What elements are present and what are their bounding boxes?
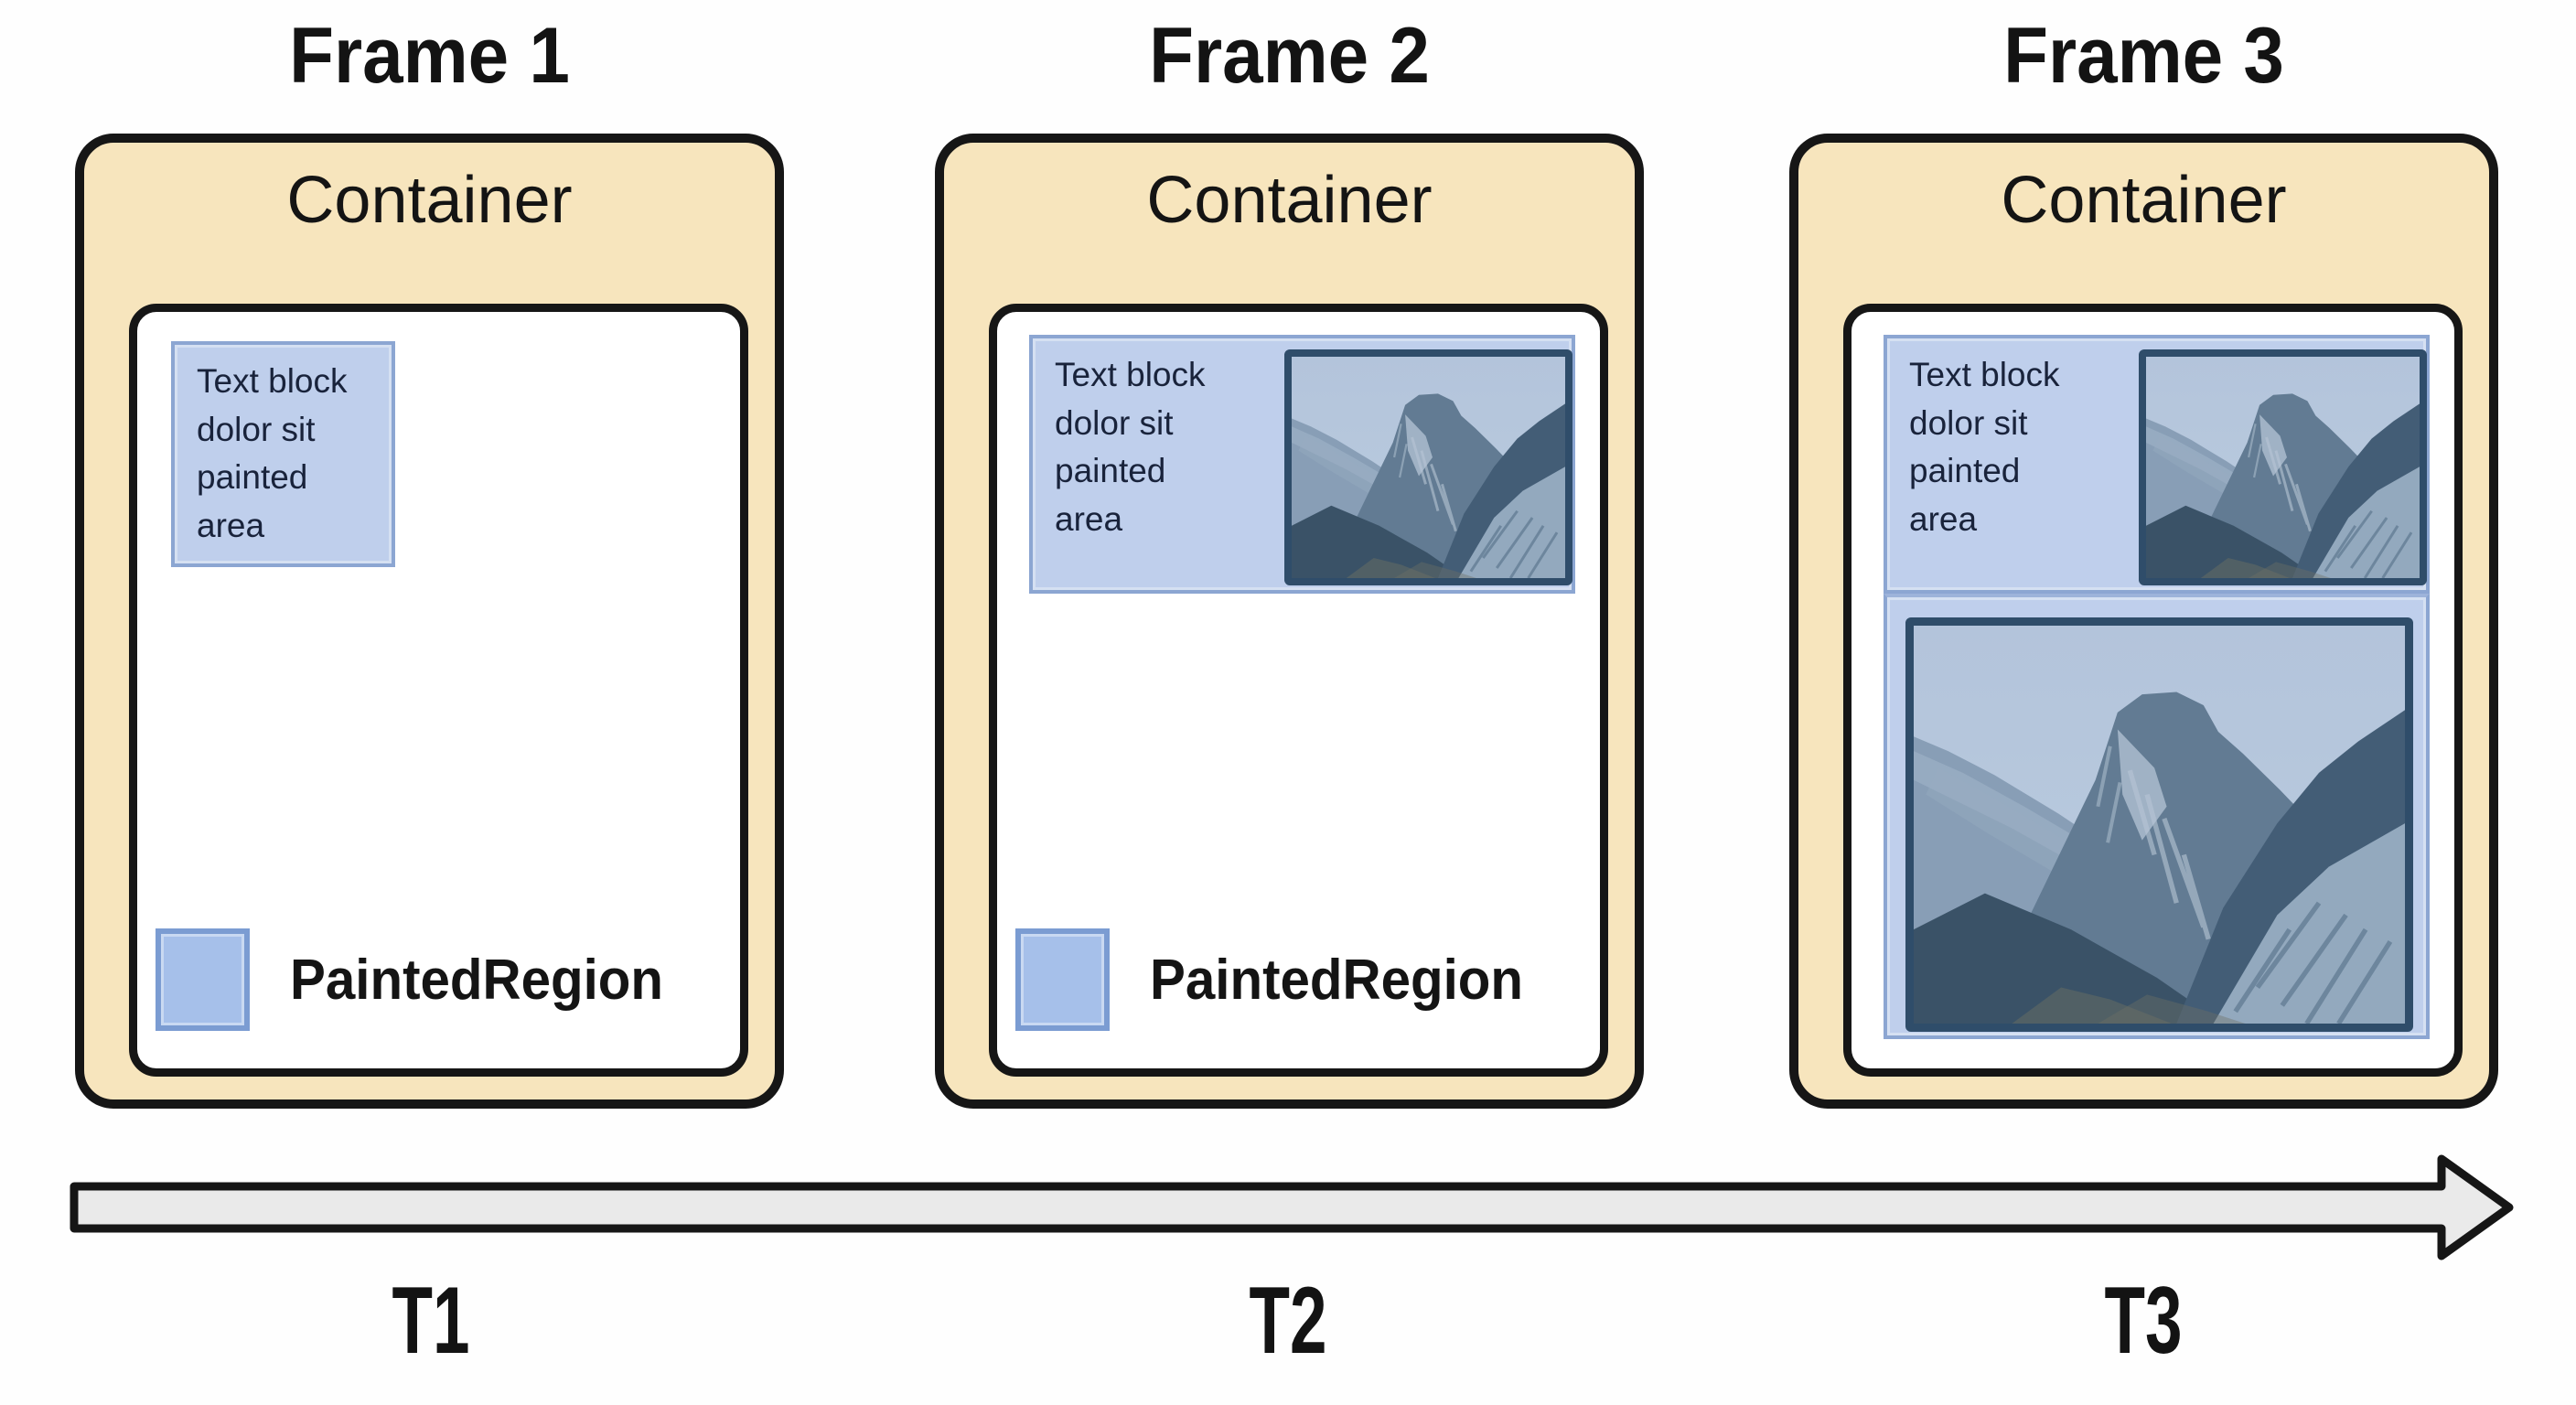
text-line: dolor sit	[1055, 403, 1174, 442]
painted-region-with-image: Text block dolor sit painted area	[1884, 335, 2430, 594]
text-line: Text block	[197, 362, 348, 400]
text-line: painted	[197, 458, 308, 497]
mountain-image-large	[1905, 617, 2413, 1032]
text-block-text: Text block dolor sit painted area	[1909, 351, 2120, 543]
mountain-image	[2139, 349, 2427, 585]
legend-swatch	[156, 928, 250, 1031]
timeline-label-t2: T2	[1249, 1268, 1327, 1374]
frame-2-content-area: Text block dolor sit painted area Painte…	[989, 304, 1608, 1077]
container-label: Container	[2001, 164, 2287, 237]
text-line: painted	[1909, 452, 2021, 490]
text-line: area	[197, 506, 265, 544]
painted-region-legend: PaintedRegion	[1015, 928, 1547, 1031]
frame-3-container: Container Text block dolor sit painted a…	[1789, 134, 2498, 1109]
frame-1-container: Container Text block dolor sit painted a…	[75, 134, 784, 1109]
frame-3: Frame 3 Container Text block dolor sit p…	[1789, 0, 2498, 1405]
frame-2: Frame 2 Container Text block dolor sit p…	[935, 0, 1644, 1405]
text-line: Text block	[1055, 356, 1206, 393]
text-line: area	[1055, 499, 1123, 538]
frame-1: Frame 1 Container Text block dolor sit p…	[75, 0, 784, 1405]
timeline-label-t3: T3	[2104, 1268, 2183, 1374]
text-block-text: Text block dolor sit painted area	[1055, 351, 1265, 543]
text-line: area	[1909, 499, 1978, 538]
mountain-image	[1284, 349, 1572, 585]
painted-region-large-image	[1884, 594, 2430, 1039]
legend-label: PaintedRegion	[290, 948, 663, 1012]
painted-region-legend: PaintedRegion	[156, 928, 687, 1031]
text-line: dolor sit	[197, 410, 316, 448]
frame-2-container: Container Text block dolor sit painted a…	[935, 134, 1644, 1109]
timeline-label-t1: T1	[392, 1268, 470, 1374]
frame-3-title: Frame 3	[2003, 12, 2284, 100]
text-block-text: Text block dolor sit painted area	[197, 358, 407, 550]
legend-label: PaintedRegion	[1150, 948, 1523, 1012]
frame-2-title: Frame 2	[1149, 12, 1430, 100]
legend-swatch	[1015, 928, 1110, 1031]
painted-region-with-image: Text block dolor sit painted area	[1029, 335, 1575, 594]
text-line: painted	[1055, 452, 1166, 490]
frame-3-content-area: Text block dolor sit painted area	[1843, 304, 2463, 1077]
frame-1-content-area: Text block dolor sit painted area Painte…	[129, 304, 748, 1077]
container-label: Container	[1146, 164, 1433, 237]
frame-1-title: Frame 1	[289, 12, 570, 100]
text-line: dolor sit	[1909, 403, 2028, 442]
painted-region-text-block: Text block dolor sit painted area	[171, 341, 395, 567]
timeline-arrow	[70, 1154, 2514, 1260]
container-label: Container	[286, 164, 573, 237]
text-line: Text block	[1909, 356, 2060, 393]
